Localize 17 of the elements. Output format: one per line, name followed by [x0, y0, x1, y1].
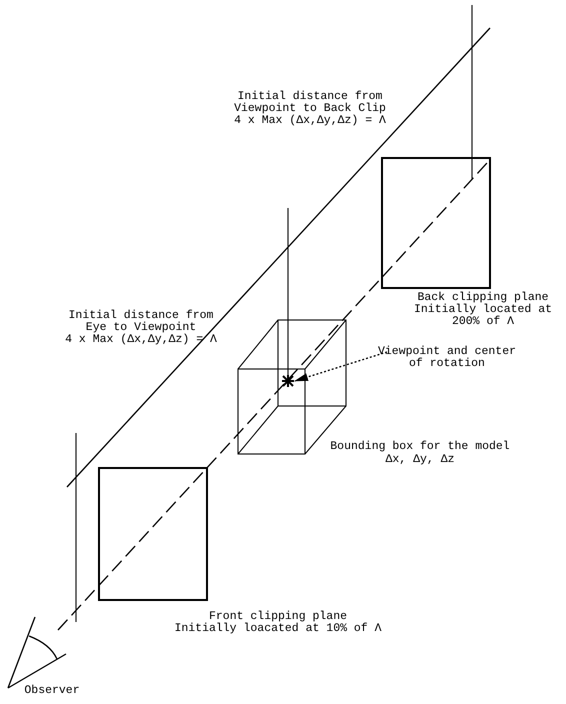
annotation-text: Viewpoint to Back Clip — [234, 103, 386, 115]
annotation-text: Observer — [24, 685, 80, 697]
annotation-text: Initial distance from — [68, 310, 214, 322]
annotation-text: Δx, Δy, Δz — [386, 454, 454, 466]
annotation-text: 4 x Max (Δx,Δy,Δz) = Λ — [234, 115, 386, 127]
viewpoint-star — [281, 374, 295, 388]
annotation-text: Initially loacated at 10% of Λ — [174, 623, 382, 635]
annotation-text: Initial distance from — [238, 91, 382, 103]
annotation-text: Eye to Viewpoint — [86, 322, 196, 334]
annotation-text: 4 x Max (Δx,Δy,Δz) = Λ — [65, 334, 217, 346]
annotation-text: Initially located at — [414, 304, 552, 316]
leader-arrow — [294, 351, 388, 382]
callout-text: Viewpoint and center of rotation — [377, 346, 517, 370]
annotation-text: Front clipping plane — [208, 611, 348, 623]
annotation-text: Back clipping plane — [417, 292, 549, 304]
annotation-text: 200% of Λ — [452, 316, 514, 328]
annotation-text: Bounding box for the model — [330, 441, 510, 453]
